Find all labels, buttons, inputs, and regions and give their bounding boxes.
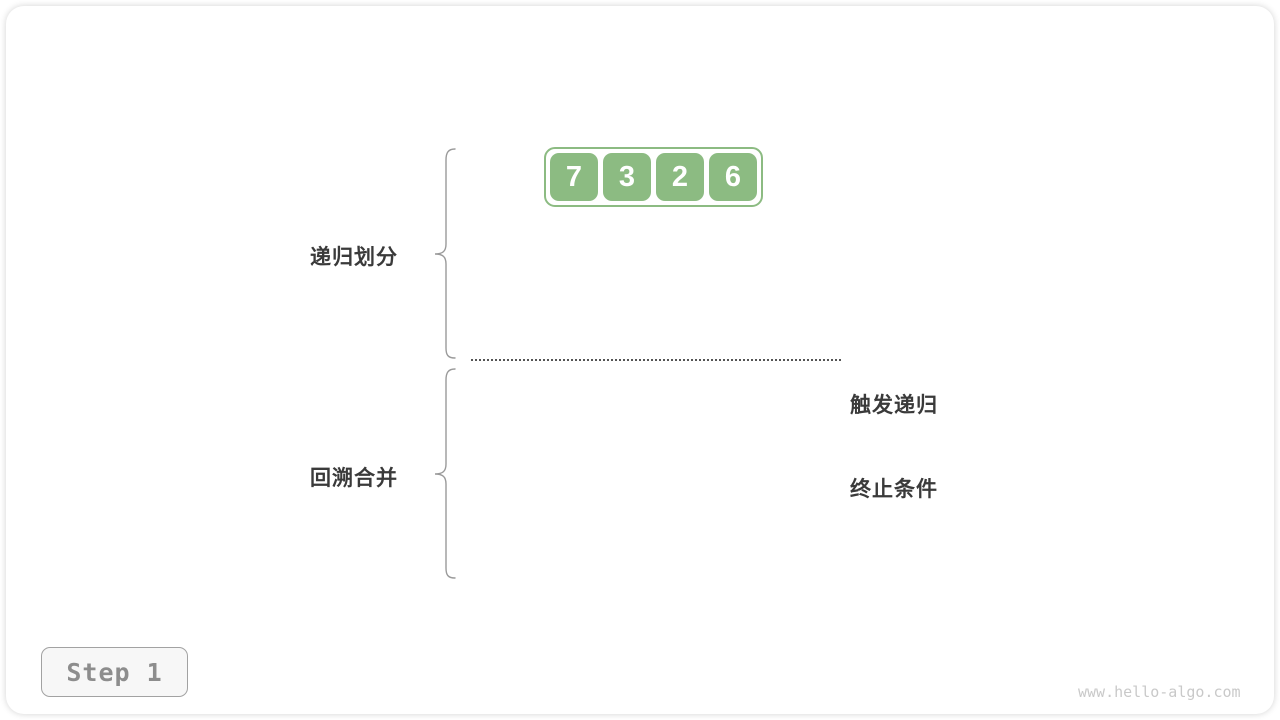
array-cell: 3 (603, 153, 651, 201)
array-cell: 6 (709, 153, 757, 201)
termination-dotted-line (471, 359, 841, 361)
label-backtrack-merge: 回溯合并 (310, 467, 398, 490)
label-termination-line1: 触发递归 (850, 394, 938, 417)
watermark-text: www.hello-algo.com (1078, 683, 1241, 701)
brace-backtrack-merge (434, 368, 456, 579)
array-cell: 7 (550, 153, 598, 201)
label-recursive-divide: 递归划分 (310, 246, 398, 269)
array-container: 7 3 2 6 (544, 147, 763, 207)
brace-recursive-divide (434, 148, 456, 359)
label-termination-condition: 触发递归 终止条件 (850, 336, 938, 560)
array-cell: 2 (656, 153, 704, 201)
figure-card: 7 3 2 6 递归划分 回溯合并 触发递归 终止条件 Step 1 www.h… (6, 6, 1274, 714)
label-termination-line2: 终止条件 (850, 478, 938, 501)
step-badge: Step 1 (41, 647, 188, 697)
